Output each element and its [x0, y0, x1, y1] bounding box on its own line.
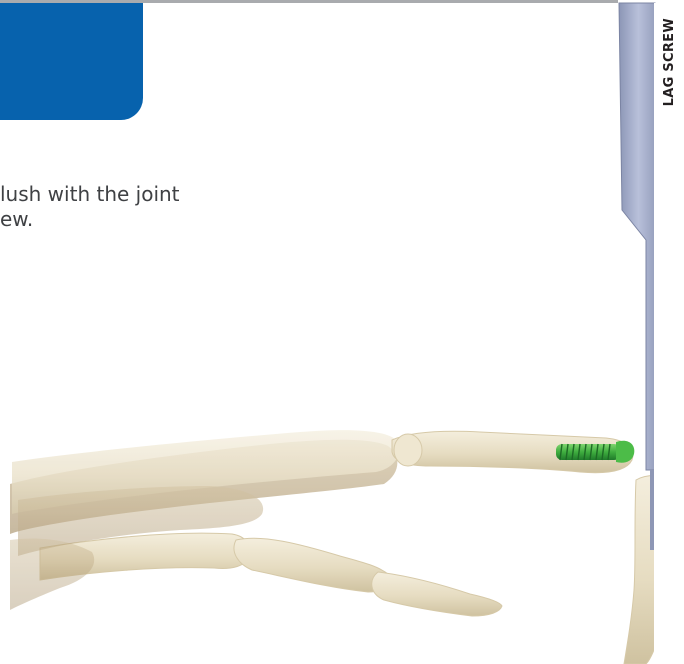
- lower-finger-bones: [40, 533, 502, 616]
- lag-screw: [556, 441, 634, 463]
- instrument-label-text: LAG SCREW: [662, 18, 677, 106]
- instrument-label: LAG SCREW: [657, 18, 681, 128]
